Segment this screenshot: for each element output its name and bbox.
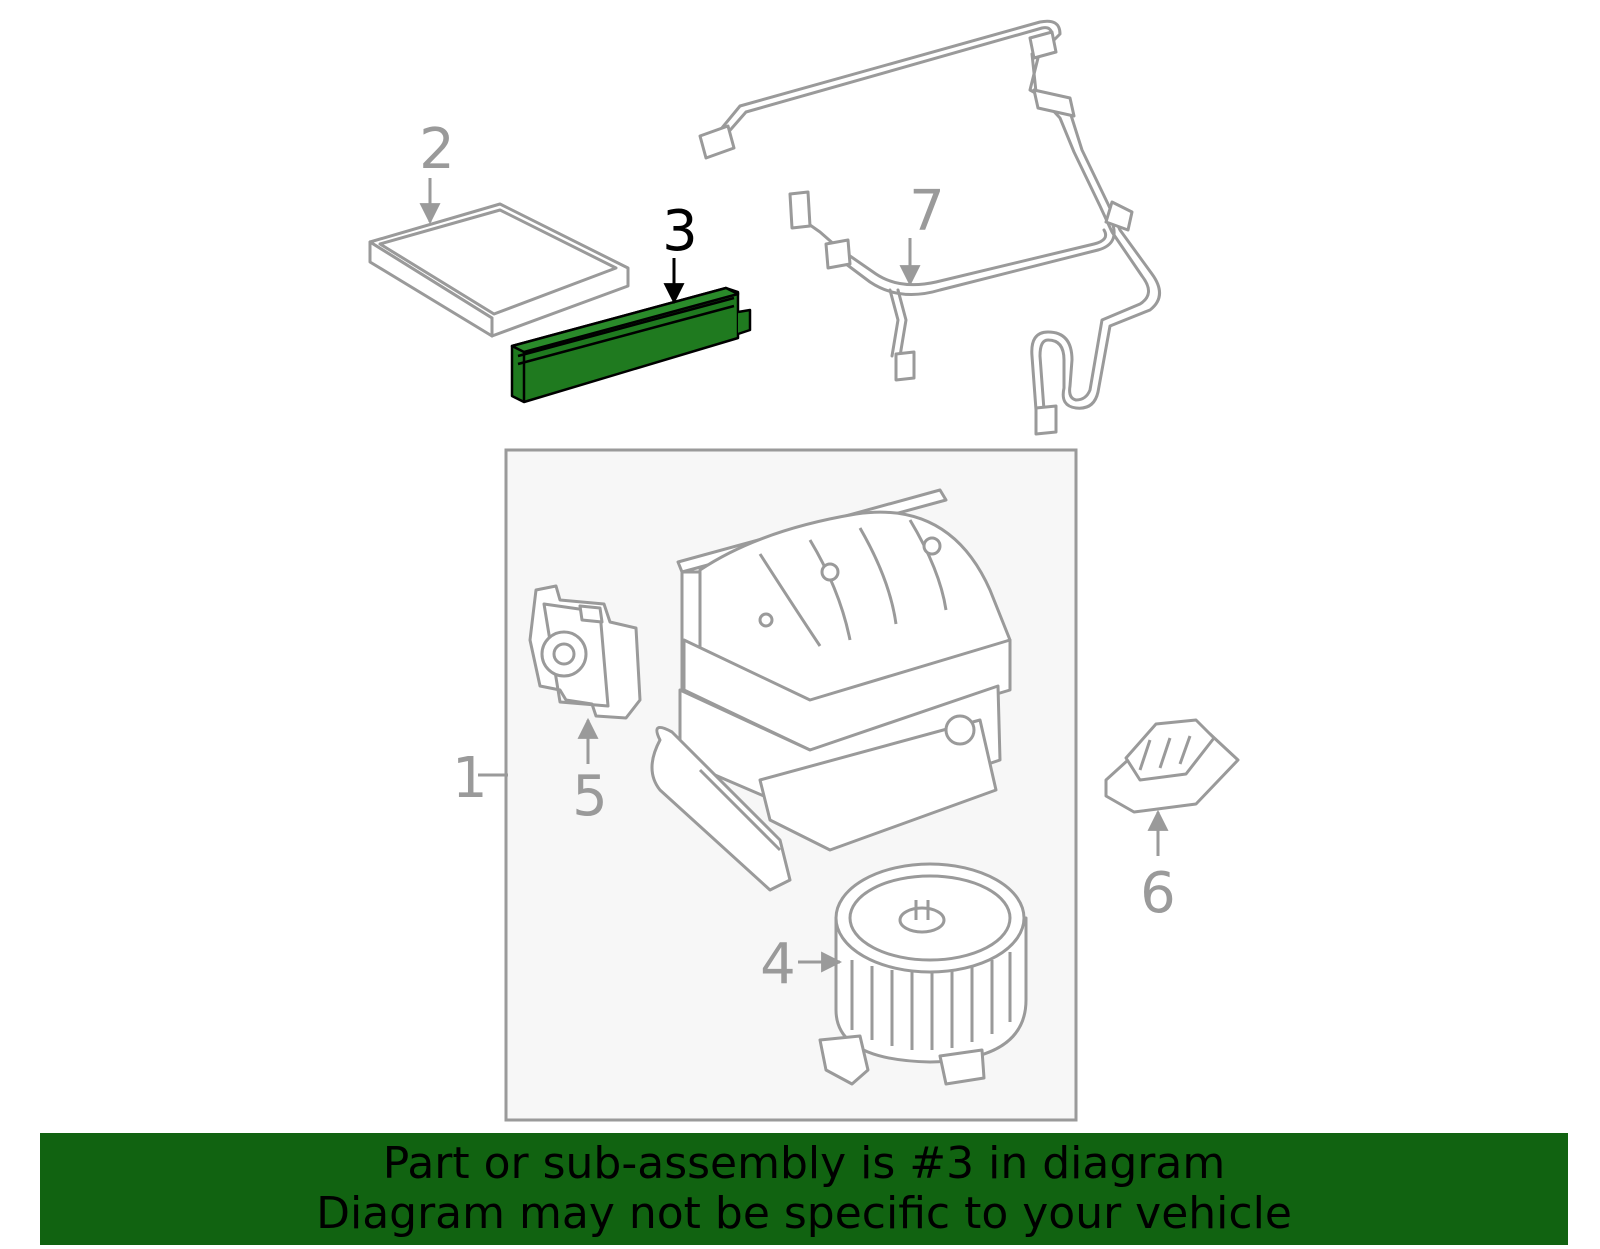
callout-4: 4: [760, 932, 796, 997]
cabin-filter-part: [368, 202, 630, 338]
info-banner: Part or sub-assembly is #3 in diagram Di…: [40, 1133, 1568, 1245]
callout-2: 2: [419, 117, 455, 182]
callout-1: 1: [452, 746, 488, 811]
blower-housing: [650, 488, 1012, 892]
callout-3[interactable]: 3: [662, 199, 698, 264]
callout-7: 7: [909, 179, 945, 244]
blower-motor-part: [818, 862, 1028, 1086]
actuator-part: [528, 584, 642, 720]
banner-line-disclaimer: Diagram may not be specific to your vehi…: [316, 1188, 1292, 1239]
resistor-part: [1104, 718, 1240, 814]
callout-5: 5: [572, 764, 608, 829]
callout-6: 6: [1140, 861, 1176, 926]
wire-harness-part: [698, 19, 1161, 436]
callout-leaders: [419, 178, 1169, 973]
banner-line-part-number: Part or sub-assembly is #3 in diagram: [382, 1138, 1226, 1189]
